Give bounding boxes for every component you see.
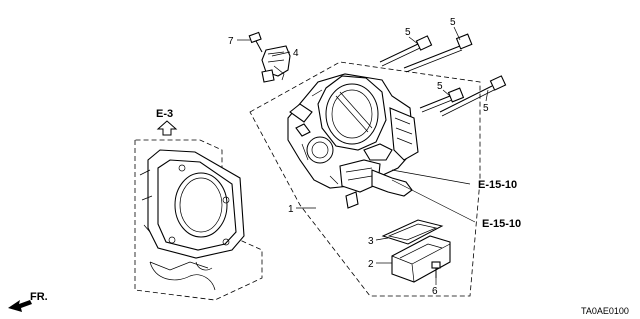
callout-1[interactable]: 1 [288,204,294,215]
callout-5a[interactable]: 5 [405,27,411,38]
gasket [381,219,444,245]
bolt-5-c [419,87,465,113]
callout-3[interactable]: 3 [368,236,374,247]
screw-6 [431,261,441,278]
front-label: FR. [30,291,48,303]
bolt-5-d [439,75,507,117]
throttle-body [287,73,419,209]
leader-5d [485,89,489,102]
bolt-7 [248,31,263,53]
leader-3 [375,237,389,241]
intake-manifold-context [134,139,263,301]
callout-7[interactable]: 7 [228,36,234,47]
diagram-code: TA0AE0100 [581,306,629,316]
callout-5d[interactable]: 5 [483,103,489,114]
assembly-boundary [249,61,481,297]
leader-5c [442,89,451,97]
up-arrow-icon [156,120,178,136]
callout-6[interactable]: 6 [432,286,438,297]
leader-e1510-lower [391,179,476,223]
front-direction-indicator: FR. [8,291,48,312]
callout-2[interactable]: 2 [368,259,374,270]
leader-e1510-upper [391,169,471,185]
cover-plate [391,235,451,283]
sensor-bracket [261,45,291,83]
bolt-5-a [379,35,433,67]
leader-5a [408,36,419,45]
e1510-reference-lower[interactable]: E-15-10 [482,218,521,230]
e1510-reference-upper[interactable]: E-15-10 [478,179,517,191]
callout-5b[interactable]: 5 [450,17,456,28]
e3-reference-label[interactable]: E-3 [156,108,173,120]
bolt-5-b [403,33,473,73]
leader-5b [453,26,461,41]
leader-4 [271,51,291,57]
callout-4[interactable]: 4 [293,48,299,59]
callout-5c[interactable]: 5 [437,81,443,92]
front-arrow-icon [8,300,32,312]
